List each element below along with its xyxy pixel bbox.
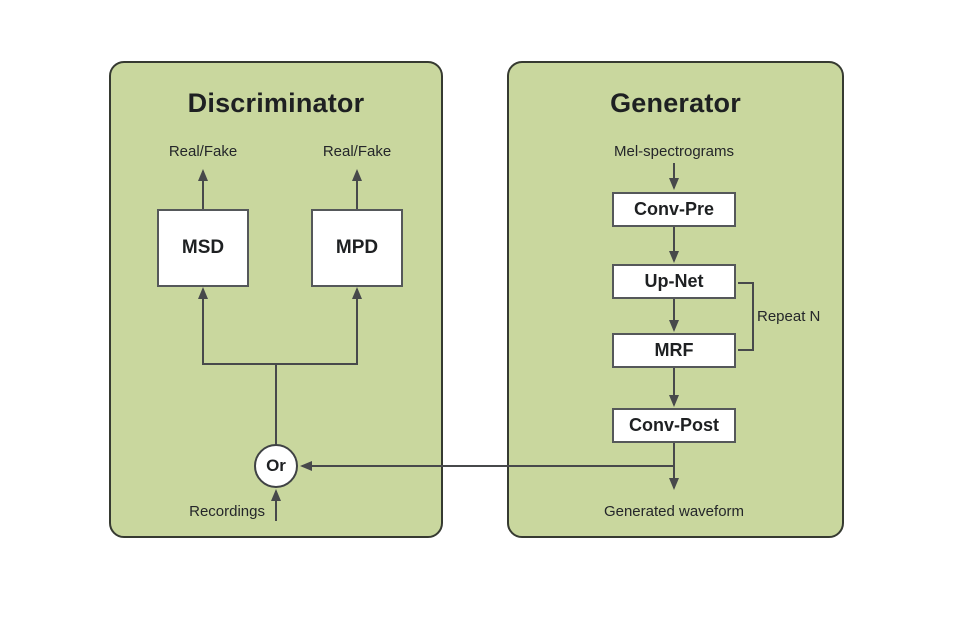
msd-node: MSD: [157, 209, 249, 287]
repeat-bracket: [738, 282, 754, 351]
msd-output-label: Real/Fake: [168, 143, 238, 160]
mrf-node: MRF: [612, 333, 736, 368]
generator-panel: [507, 61, 844, 538]
conv-post-node: Conv-Post: [612, 408, 736, 443]
mpd-node: MPD: [311, 209, 403, 287]
or-node: Or: [254, 444, 298, 488]
discriminator-title: Discriminator: [187, 88, 365, 118]
recordings-label: Recordings: [189, 503, 265, 520]
conv-pre-node: Conv-Pre: [612, 192, 736, 227]
generator-title: Generator: [610, 88, 741, 118]
up-net-node: Up-Net: [612, 264, 736, 299]
mpd-output-label: Real/Fake: [322, 143, 392, 160]
generated-waveform-label: Generated waveform: [603, 503, 745, 520]
repeat-n-label: Repeat N: [757, 308, 821, 325]
mel-spectrograms-label: Mel-spectrograms: [613, 143, 735, 160]
